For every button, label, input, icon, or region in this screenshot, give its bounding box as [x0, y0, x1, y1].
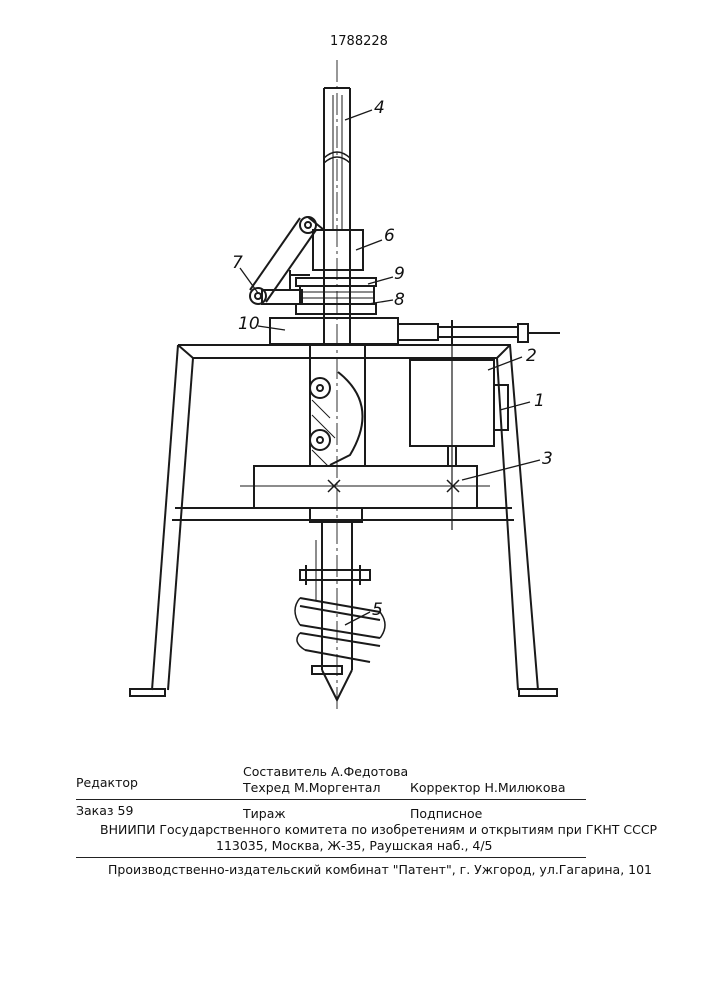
label-9: 9	[394, 266, 405, 283]
order-label: Заказ 59	[76, 805, 133, 818]
publisher-line: Производственно-издательский комбинат "П…	[108, 864, 652, 877]
block-10	[270, 318, 560, 345]
label-2: 2	[526, 348, 537, 365]
compiler-label: Составитель А.Федотова	[243, 766, 408, 779]
label-6: 6	[384, 228, 395, 245]
leader-lines	[240, 110, 540, 625]
editor-label: Редактор	[76, 777, 138, 790]
label-5: 5	[372, 602, 383, 619]
label-4: 4	[374, 100, 385, 117]
divider-top	[76, 799, 586, 800]
address-line: 113035, Москва, Ж-35, Раушская наб., 4/5	[216, 840, 493, 853]
vniipi-line: ВНИИПИ Государственного комитета по изоб…	[100, 824, 657, 837]
divider-bottom	[76, 857, 586, 858]
label-3: 3	[542, 451, 553, 468]
label-1: 1	[534, 393, 545, 410]
techred-label: Техред М.Моргентал	[243, 782, 380, 795]
label-7: 7	[232, 255, 243, 272]
label-10: 10	[238, 316, 260, 333]
plates-8-9	[296, 278, 376, 314]
spindle	[300, 344, 375, 466]
label-8: 8	[394, 292, 405, 309]
circulation-label: Тираж	[243, 808, 286, 821]
subscription-label: Подписное	[410, 808, 482, 821]
corrector-label: Корректор Н.Милюкова	[410, 782, 566, 795]
frame	[130, 345, 557, 696]
technical-drawing	[0, 0, 707, 720]
clamp-6	[313, 230, 363, 270]
